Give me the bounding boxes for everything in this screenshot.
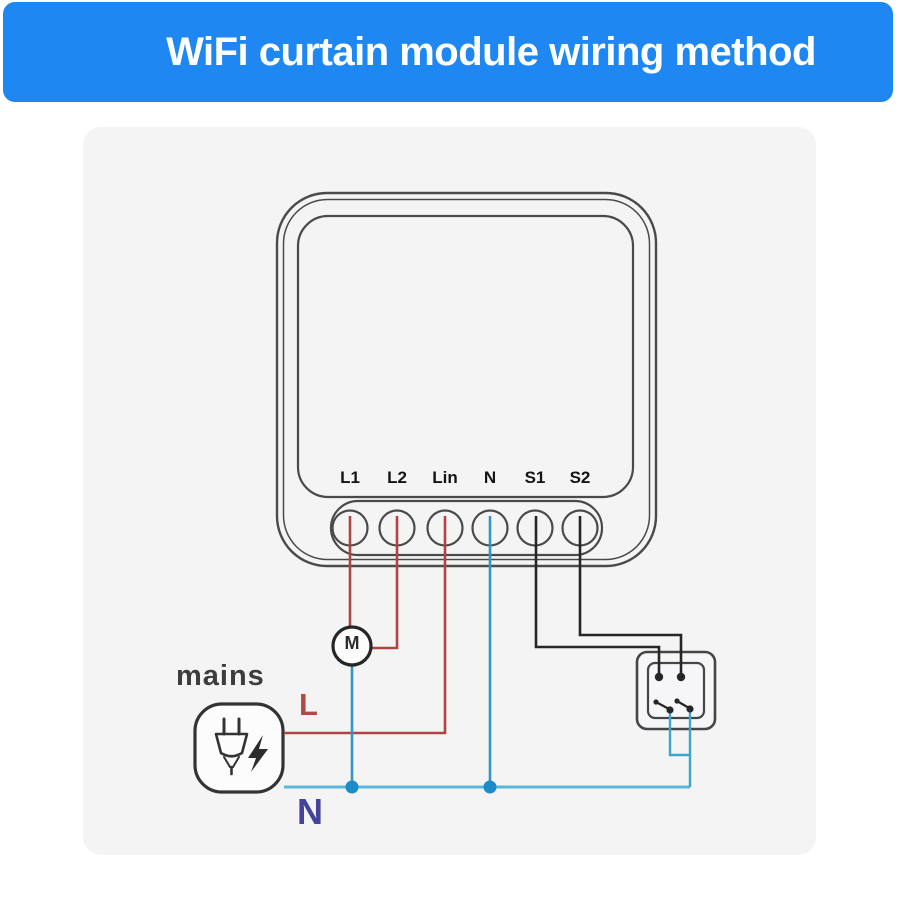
header-banner: WiFi curtain module wiring method: [3, 2, 893, 102]
terminal-label-l2: L2: [387, 468, 407, 487]
terminal-label-l1: L1: [340, 468, 360, 487]
motor-label: M: [344, 633, 360, 653]
live-line-label: L: [299, 687, 318, 722]
neutral-line-label: N: [297, 791, 323, 832]
mains-label: mains: [176, 660, 265, 692]
wiring-diagram-area: [83, 127, 816, 855]
terminal-label-s1: S1: [524, 468, 546, 487]
terminal-label-s2: S2: [569, 468, 591, 487]
page-title: WiFi curtain module wiring method: [166, 29, 816, 74]
terminal-label-lin: Lin: [432, 468, 458, 487]
terminal-label-n: N: [483, 468, 497, 487]
